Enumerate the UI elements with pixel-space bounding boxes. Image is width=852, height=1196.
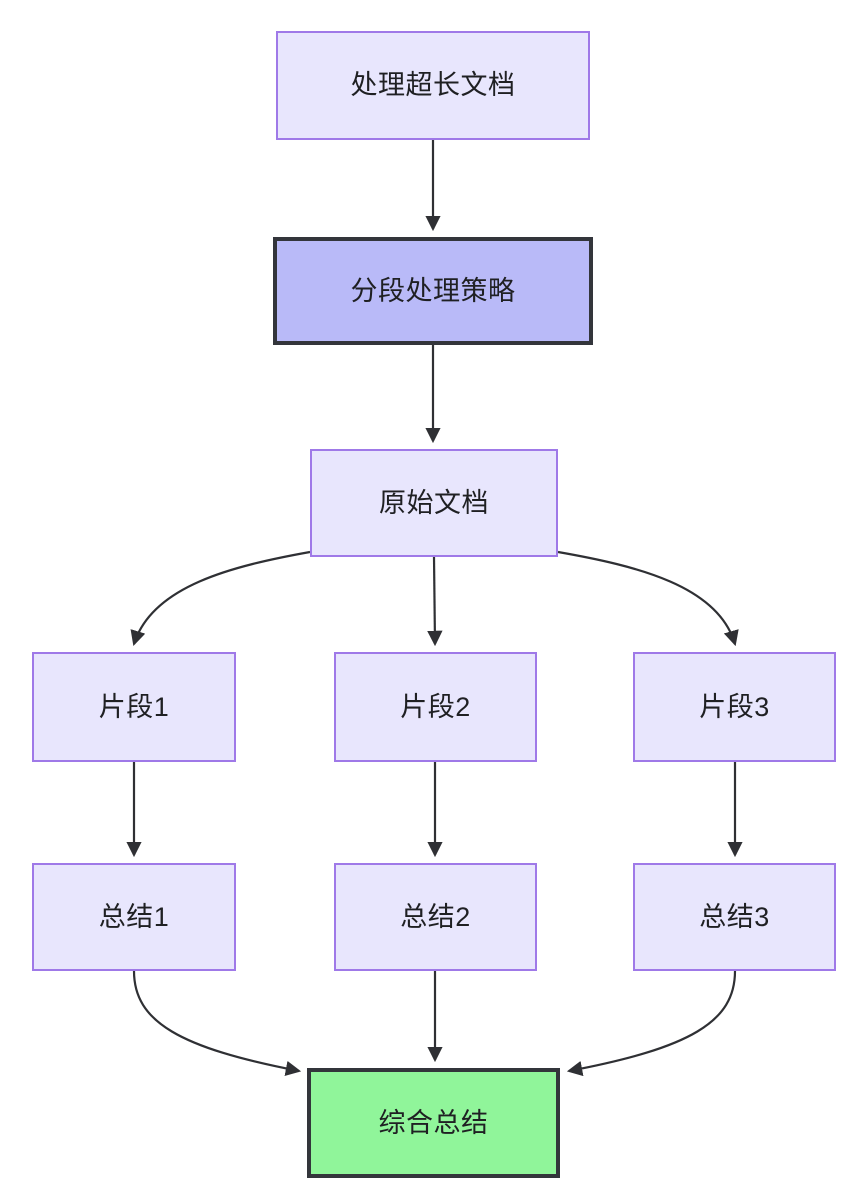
node-comprehensive-summary[interactable]: 综合总结 (307, 1068, 560, 1178)
edge-source-to-frag3 (557, 550, 739, 647)
node-process-long-document[interactable]: 处理超长文档 (276, 31, 590, 140)
node-chunking-strategy[interactable]: 分段处理策略 (273, 237, 593, 345)
edge-source-to-frag1 (130, 550, 311, 647)
node-fragment-2[interactable]: 片段2 (334, 652, 537, 762)
node-original-document[interactable]: 原始文档 (310, 449, 558, 557)
node-summary-1[interactable]: 总结1 (32, 863, 236, 971)
edge-sum1-to-final (132, 970, 302, 1077)
node-fragment-1[interactable]: 片段1 (32, 652, 236, 762)
edge-sum3-to-final (566, 970, 737, 1077)
node-summary-3[interactable]: 总结3 (633, 863, 836, 971)
node-summary-2[interactable]: 总结2 (334, 863, 537, 971)
edge-source-to-frag2 (427, 556, 443, 647)
node-fragment-3[interactable]: 片段3 (633, 652, 836, 762)
